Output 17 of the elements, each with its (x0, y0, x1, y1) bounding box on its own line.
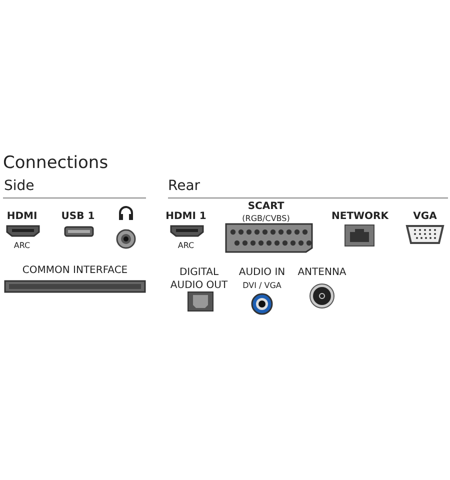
port-note: DVI / VGA (242, 280, 282, 291)
port-note: ARC (178, 240, 194, 251)
port-label: NETWORK (332, 210, 388, 223)
port-label: COMMON INTERFACE (22, 264, 128, 277)
port-label: USB 1 (61, 210, 95, 223)
port-label: ANTENNA (298, 266, 346, 279)
section-heading: Side (4, 178, 34, 195)
port-label: HDMI 1 (166, 210, 206, 223)
port-label: VGA (413, 210, 437, 223)
heading: Connections (3, 153, 108, 173)
port-label: AUDIO IN (238, 266, 286, 279)
port-note: (RGB/CVBS) (242, 213, 290, 224)
section-heading: Rear (168, 178, 200, 195)
port-note: ARC (14, 240, 30, 251)
port-label: SCART (248, 200, 284, 213)
port-label: DIGITAL AUDIO OUT (169, 266, 229, 292)
port-label: HDMI (6, 210, 38, 223)
